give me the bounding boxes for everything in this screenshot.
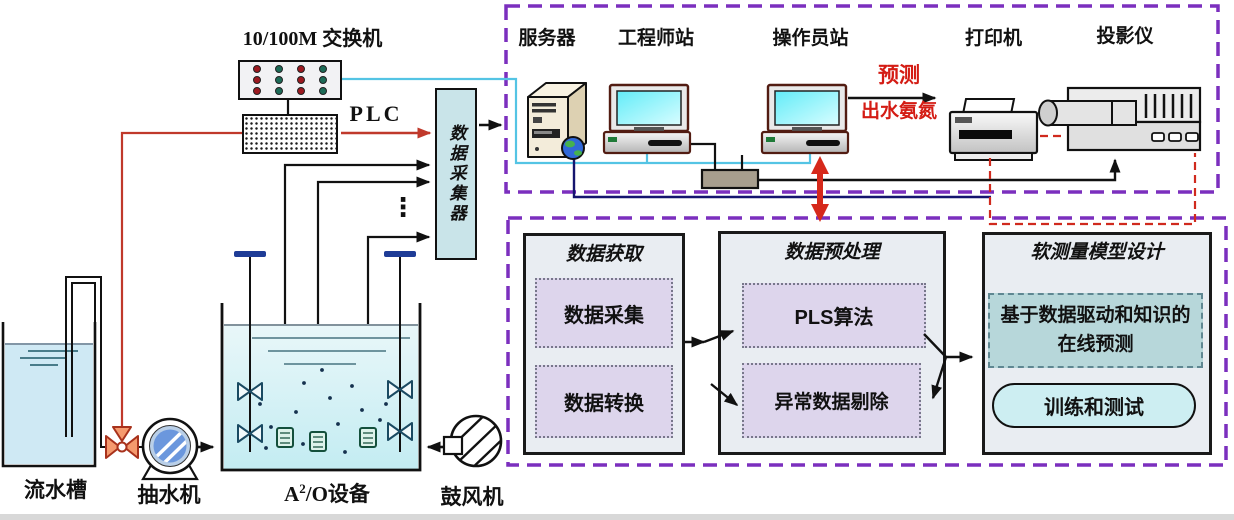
- operator-software-two-way-arrow: [811, 156, 829, 222]
- a2o-suffix: /O设备: [305, 482, 370, 506]
- operator-station-label: 操作员站: [772, 28, 849, 49]
- switch-led: [253, 75, 261, 84]
- data-collector-label: 数据采集器: [446, 124, 466, 224]
- data-collection-item: 数据采集: [535, 278, 673, 348]
- prediction-feedback-dashed-path: [988, 134, 1197, 226]
- switch-led: [297, 75, 305, 84]
- blower-icon: [442, 414, 503, 468]
- stirrer-handle-left: [234, 251, 266, 257]
- switch-led: [253, 65, 261, 74]
- projector-buttons: [1151, 132, 1199, 142]
- valve-icon: [105, 426, 139, 459]
- server-link-navy-line: [572, 157, 991, 199]
- server-icon: [527, 82, 587, 160]
- plc-to-valve-control-line: [120, 131, 242, 428]
- acquisition-title: 数据获取: [565, 244, 642, 265]
- engineer-workstation-icon: [602, 83, 692, 155]
- sensor3-signal-line: [366, 231, 431, 430]
- a2o-equipment-label: A2/O设备: [268, 481, 386, 506]
- projector-icon: [1038, 86, 1202, 152]
- stirrer-shafts: [249, 257, 401, 452]
- hub-to-projector-arrow: [758, 158, 1121, 182]
- water-ripples: [252, 337, 410, 365]
- plc-label: PLC: [349, 101, 403, 126]
- data-conversion-item: 数据转换: [535, 365, 673, 438]
- stirrer-propellers: [237, 380, 413, 443]
- blower-label: 鼓风机: [440, 486, 504, 509]
- ethernet-cyan-line: [342, 77, 812, 165]
- switch-led: [275, 65, 283, 74]
- a2o-prefix: A: [284, 482, 300, 506]
- switch-led: [297, 65, 305, 74]
- plc-icon: [242, 114, 338, 154]
- switch-label: 10/100M 交换机: [242, 28, 383, 50]
- flow-tank-icon: [1, 276, 102, 468]
- switch-led: [297, 86, 305, 95]
- effluent-ammonia-label: 出水氨氮: [860, 101, 937, 122]
- preprocessing-title: 数据预处理: [784, 242, 880, 263]
- a2o-superscript: 2: [299, 481, 306, 496]
- pump-icon: [141, 417, 199, 481]
- modeling-title: 软测量模型设计: [1030, 242, 1164, 263]
- projector-vents: [1144, 94, 1193, 118]
- outlier-removal-item: 异常数据剔除: [742, 363, 921, 438]
- more-signals-ellipsis: ⋮: [390, 192, 416, 222]
- engineer-station-label: 工程师站: [617, 28, 694, 49]
- printer-label: 打印机: [964, 28, 1022, 49]
- stirrer-handle-right: [384, 251, 416, 257]
- switch-led: [275, 75, 283, 84]
- ethernet-switch-icon: [238, 60, 342, 100]
- pump-label: 抽水机: [137, 484, 201, 507]
- switch-led: [319, 65, 327, 74]
- projector-label: 投影仪: [1096, 26, 1154, 47]
- switch-led: [275, 86, 283, 95]
- switch-led: [253, 86, 261, 95]
- flow-tank-label: 流水槽: [24, 479, 87, 502]
- aeration-bubbles: [258, 368, 388, 454]
- stations-to-hub-lines: [690, 142, 744, 172]
- printer-icon: [948, 98, 1039, 161]
- prediction-label: 预测: [878, 64, 920, 87]
- globe-icon: [561, 136, 585, 160]
- server-label: 服务器: [518, 28, 576, 49]
- operator-workstation-icon: [760, 83, 850, 155]
- train-test-pill: 训练和测试: [992, 383, 1196, 428]
- projector-lens: [1038, 99, 1058, 127]
- suction-pipe: [65, 276, 102, 447]
- switch-led: [319, 86, 327, 95]
- switch-led: [319, 75, 327, 84]
- hub-icon: [700, 168, 760, 190]
- data-collector-box: 数据采集器: [435, 88, 477, 260]
- page-edge-strip: [0, 514, 1234, 520]
- a2o-tank-icon: [220, 251, 422, 472]
- online-prediction-item: 基于数据驱动和知识的在线预测: [988, 293, 1203, 368]
- pls-algorithm-item: PLS算法: [742, 283, 926, 348]
- sensor-probes: [276, 427, 377, 452]
